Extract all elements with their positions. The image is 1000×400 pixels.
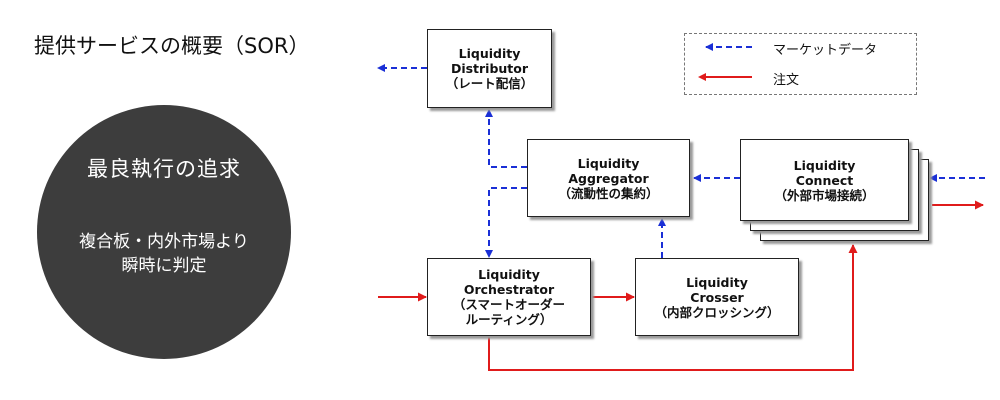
orchestrator-label-3: （スマートオーダー [452, 297, 566, 312]
legend-market-data: マーケットデータ [773, 43, 878, 58]
circle-line-1: 複合板・内外市場より [79, 232, 249, 252]
crosser-label-1: Liquidity [686, 274, 748, 290]
liquidity-connect-box: Liquidity Connect （外部市場接続） [740, 139, 909, 221]
aggregator-label-1: Liquidity [577, 155, 640, 171]
distributor-label-1: Liquidity [458, 46, 521, 61]
order-arrow-orchestrator-to-connect [488, 244, 858, 371]
crosser-label-2: Crosser [690, 289, 744, 305]
aggregator-label-2: Aggregator [568, 170, 649, 186]
connect-label-3: （外部市場接続） [774, 187, 875, 203]
liquidity-crosser-box: Liquidity Crosser （内部クロッシング） [635, 258, 799, 336]
circle-line-2: 瞬時に判定 [121, 256, 207, 276]
orchestrator-label-1: Liquidity [478, 267, 540, 282]
connect-label-1: Liquidity [793, 157, 856, 173]
distributor-label-2: Distributor [450, 61, 529, 76]
liquidity-orchestrator-box: Liquidity Orchestrator （スマートオーダー ルーティング） [427, 258, 591, 336]
aggregator-label-3: （流動性の集約） [558, 185, 659, 201]
distributor-label-3: （レート配信） [445, 76, 534, 91]
concept-circle: 最良執行の追求 複合板・内外市場より 瞬時に判定 [37, 105, 291, 359]
md-arrow-aggregator-to-distributor [485, 109, 527, 168]
legend-order: 注文 [773, 73, 800, 88]
liquidity-distributor-box: Liquidity Distributor （レート配信） [427, 29, 552, 108]
circle-heading: 最良執行の追求 [87, 157, 241, 181]
orchestrator-label-2: Orchestrator [463, 282, 555, 297]
crosser-label-3: （内部クロッシング） [654, 304, 780, 320]
page-title: 提供サービスの概要（SOR） [34, 34, 310, 58]
liquidity-aggregator-box: Liquidity Aggregator （流動性の集約） [527, 139, 690, 217]
connect-label-2: Connect [795, 172, 854, 188]
md-arrow-aggregator-to-orchestrator [485, 187, 527, 258]
orchestrator-label-4: ルーティング） [465, 312, 553, 327]
legend: マーケットデータ 注文 [684, 33, 917, 95]
